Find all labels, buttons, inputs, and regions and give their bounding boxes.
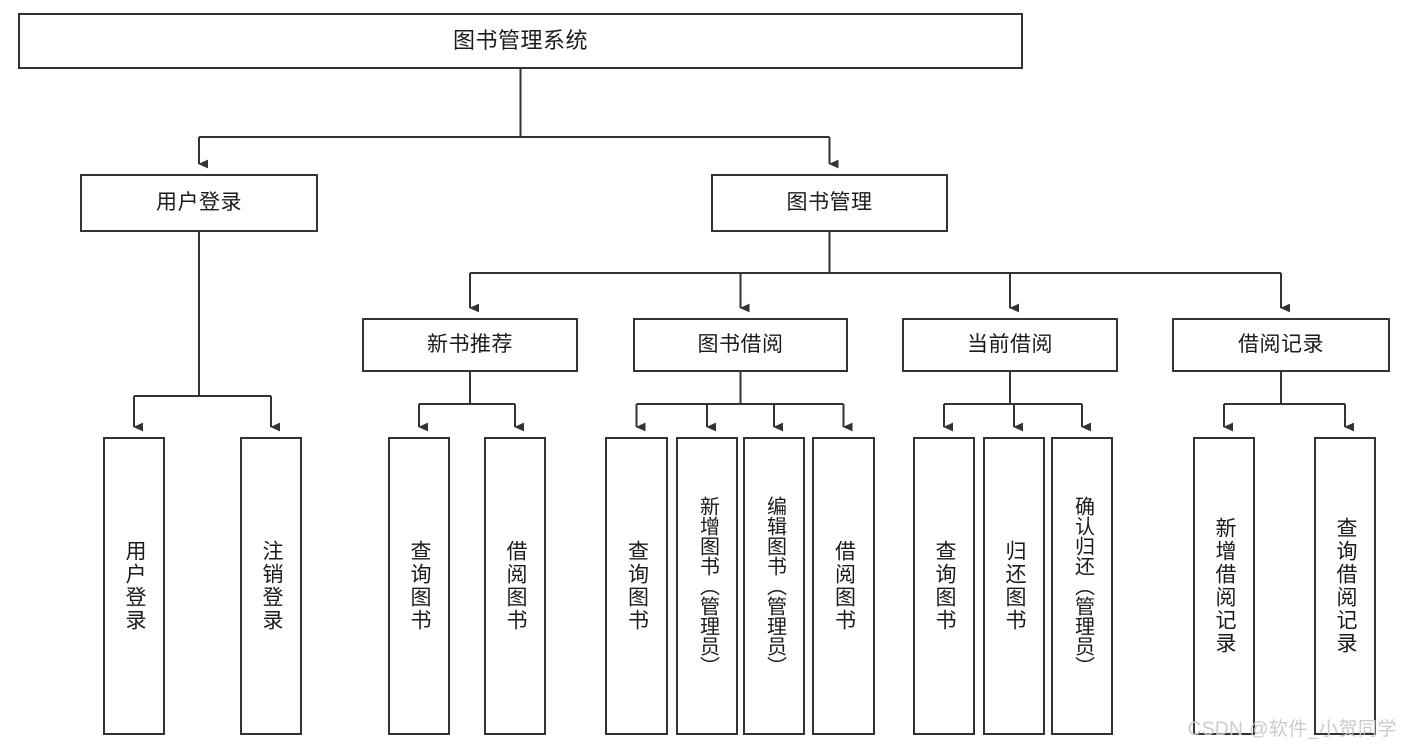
node-fn-query-record[interactable]: 查询借阅记录 bbox=[1314, 437, 1376, 735]
node-label-fn-query-book-borrow: 查询图书 bbox=[625, 540, 649, 632]
node-label-fn-add-record: 新增借阅记录 bbox=[1213, 517, 1237, 655]
node-label-book-manage: 图书管理 bbox=[786, 190, 873, 214]
node-fn-return-book[interactable]: 归还图书 bbox=[983, 437, 1045, 735]
node-label-new-book-rec: 新书推荐 bbox=[427, 332, 513, 356]
node-label-fn-edit-book: 编辑图书（管理员） bbox=[763, 496, 786, 676]
node-label-fn-query-record: 查询借阅记录 bbox=[1334, 517, 1358, 655]
node-fn-add-book[interactable]: 新增图书（管理员） bbox=[676, 437, 738, 735]
node-user-login[interactable]: 用户登录 bbox=[80, 174, 318, 232]
node-label-book-borrow: 图书借阅 bbox=[697, 332, 784, 356]
connector-lines bbox=[132, 69, 1355, 432]
node-book-manage[interactable]: 图书管理 bbox=[711, 174, 948, 232]
node-book-borrow[interactable]: 图书借阅 bbox=[633, 318, 848, 372]
node-label-current-borrow: 当前借阅 bbox=[967, 332, 1053, 356]
node-fn-query-book-borrow[interactable]: 查询图书 bbox=[605, 437, 668, 735]
node-label-fn-borrow-book: 借阅图书 bbox=[832, 540, 856, 632]
node-label-fn-logout: 注销登录 bbox=[260, 540, 284, 632]
node-borrow-record[interactable]: 借阅记录 bbox=[1172, 318, 1390, 372]
node-fn-query-book-rec[interactable]: 查询图书 bbox=[388, 437, 450, 735]
node-label-fn-borrow-book-rec: 借阅图书 bbox=[504, 540, 528, 632]
node-fn-logout[interactable]: 注销登录 bbox=[240, 437, 302, 735]
node-label-fn-return-book: 归还图书 bbox=[1003, 540, 1027, 632]
node-fn-user-login[interactable]: 用户登录 bbox=[103, 437, 165, 735]
node-label-user-login: 用户登录 bbox=[156, 190, 242, 214]
node-label-fn-user-login: 用户登录 bbox=[123, 540, 147, 632]
node-new-book-rec[interactable]: 新书推荐 bbox=[362, 318, 578, 372]
node-label-fn-query-book-rec: 查询图书 bbox=[408, 540, 432, 632]
node-current-borrow[interactable]: 当前借阅 bbox=[902, 318, 1118, 372]
node-fn-add-record[interactable]: 新增借阅记录 bbox=[1193, 437, 1255, 735]
node-label-borrow-record: 借阅记录 bbox=[1238, 332, 1324, 356]
node-fn-borrow-book[interactable]: 借阅图书 bbox=[812, 437, 875, 735]
node-fn-borrow-book-rec[interactable]: 借阅图书 bbox=[484, 437, 546, 735]
node-fn-query-book-current[interactable]: 查询图书 bbox=[913, 437, 975, 735]
node-label-root: 图书管理系统 bbox=[452, 28, 588, 54]
node-root[interactable]: 图书管理系统 bbox=[18, 13, 1023, 69]
node-label-fn-query-book-current: 查询图书 bbox=[933, 540, 957, 632]
node-label-fn-confirm-return: 确认归还（管理员） bbox=[1071, 496, 1094, 676]
node-fn-edit-book[interactable]: 编辑图书（管理员） bbox=[743, 437, 805, 735]
node-fn-confirm-return[interactable]: 确认归还（管理员） bbox=[1051, 437, 1113, 735]
node-label-fn-add-book: 新增图书（管理员） bbox=[696, 496, 719, 676]
